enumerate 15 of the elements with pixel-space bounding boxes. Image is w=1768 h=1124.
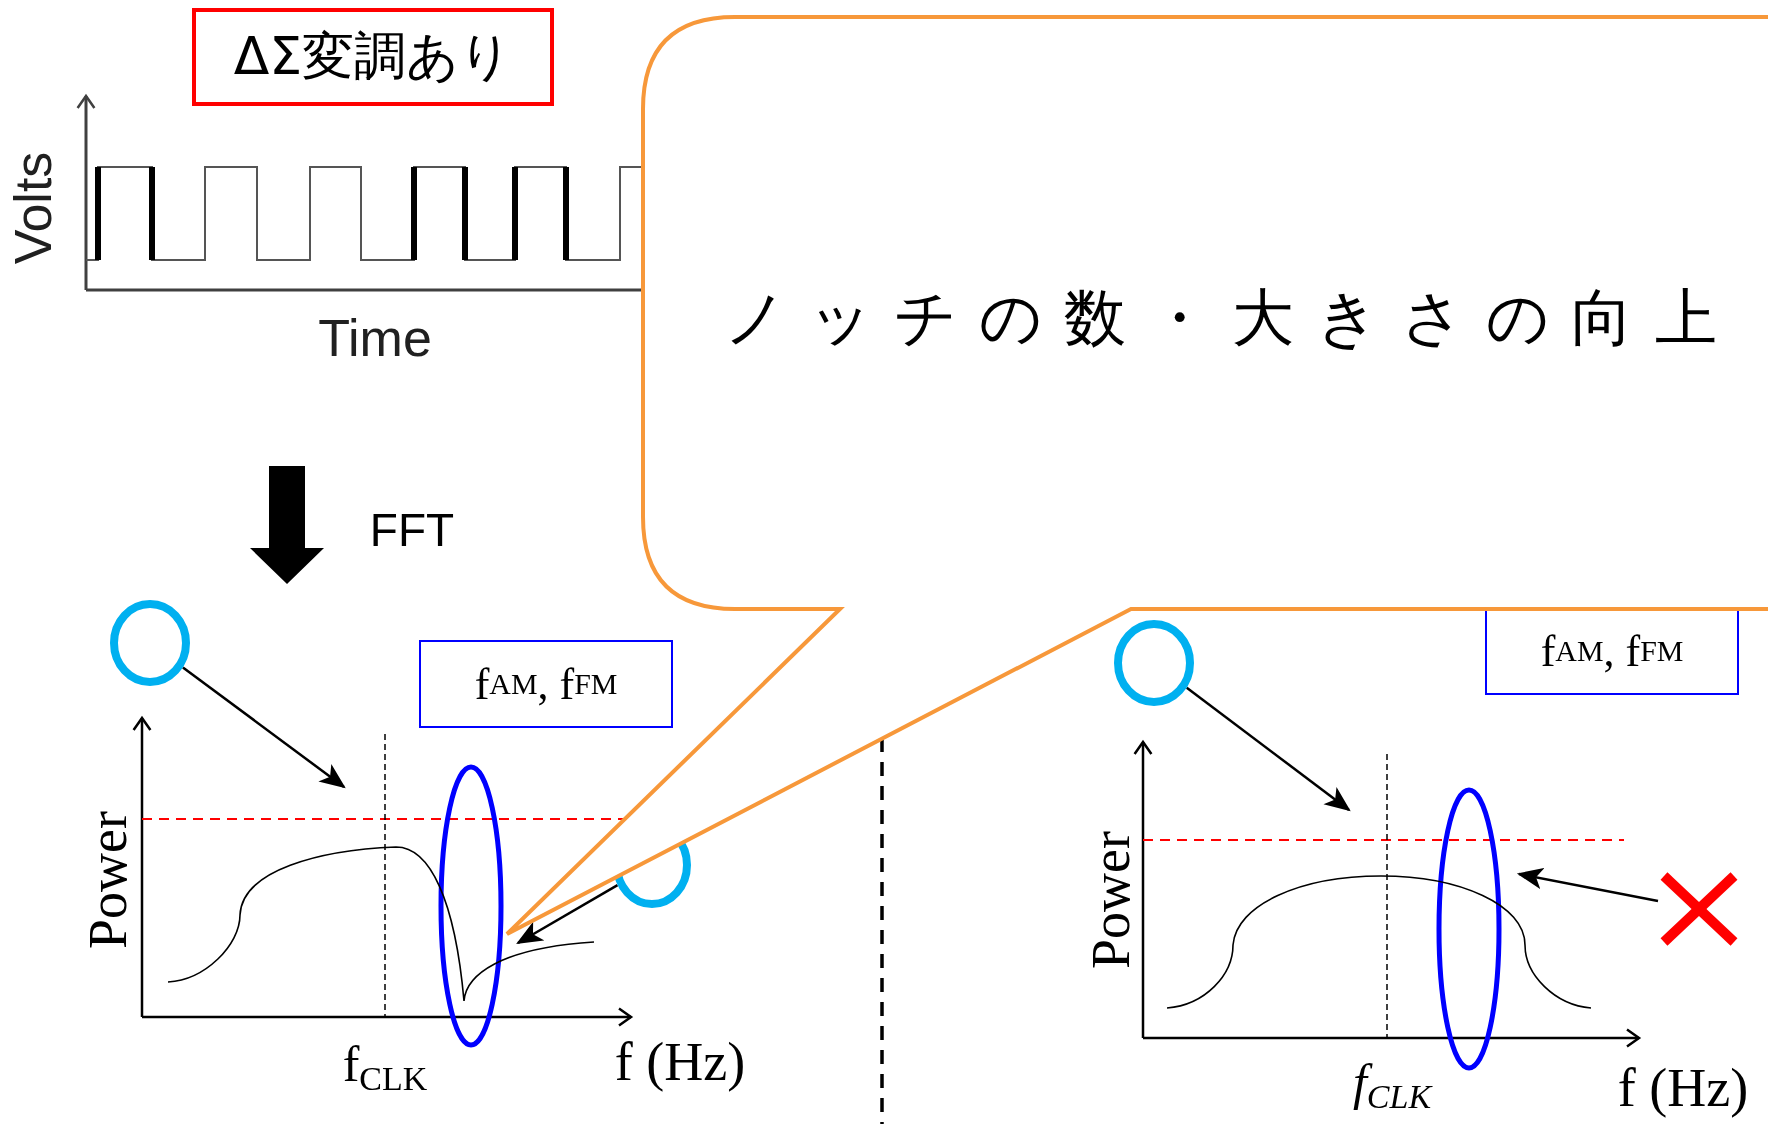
arrow [516,884,619,945]
axis-label: f (Hz) [1617,1057,1749,1119]
tick-label: f$_{CLK}$ [1352,1053,1432,1111]
arrow [182,666,346,789]
title-box: ΔΣ変調あり [192,8,554,106]
axis-label: f (Hz) [614,1031,746,1093]
axis-label: Time [318,308,432,368]
callout-text: ノッチの数・大きさの向上 [723,287,1739,349]
arrow [1186,686,1351,812]
transform-label: FFT [369,503,455,557]
axis-label: Power [77,811,139,949]
axis-label: Volts [3,151,63,265]
tick-label: f$_{CLK}$ [342,1035,428,1093]
axis-label: Power [1080,831,1142,969]
arrow [1516,867,1659,903]
